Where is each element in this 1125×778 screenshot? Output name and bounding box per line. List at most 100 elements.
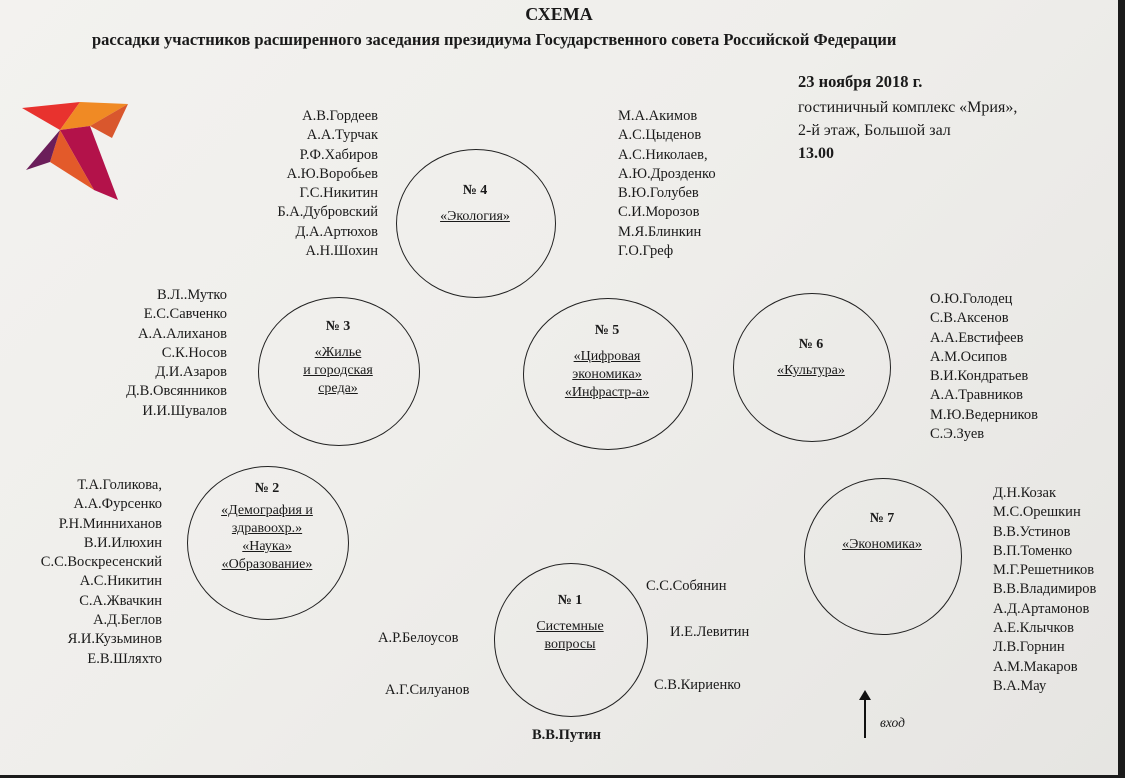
meeting-time: 13.00 — [798, 145, 834, 162]
participant: С.К.Носов — [161, 344, 227, 361]
participant: Я.И.Кузьминов — [67, 631, 162, 648]
table-3-topic-3: среда» — [318, 381, 358, 396]
bird-logo-icon — [22, 102, 128, 200]
table-1-topic-2: вопросы — [544, 637, 596, 652]
document-title: СХЕМА — [525, 4, 593, 24]
table-2-topic-1: «Демография и — [221, 503, 313, 518]
table-7-number: № 7 — [869, 511, 895, 526]
table-2-topic-3: «Наука» — [242, 539, 292, 554]
participant: М.Г.Решетников — [993, 562, 1095, 579]
table-3-number: № 3 — [325, 319, 351, 334]
participant: В.П.Томенко — [993, 542, 1073, 559]
participant: О.Ю.Голодец — [930, 291, 1013, 307]
participant: А.А.Фурсенко — [73, 496, 162, 513]
participant: Д.А.Артюхов — [295, 223, 378, 240]
participant: Д.Н.Козак — [993, 485, 1057, 501]
table-2-circle — [187, 466, 349, 620]
participant-kirienko: С.В.Кириенко — [654, 677, 741, 693]
participant: А.Н.Шохин — [305, 243, 378, 260]
participant: А.Е.Клычков — [993, 620, 1074, 637]
participant: Е.В.Шляхто — [87, 650, 162, 667]
table-3-circle — [258, 297, 420, 446]
participant: С.А.Жвачкин — [79, 592, 162, 609]
participant: А.А.Алиханов — [137, 325, 227, 342]
participant: В.В.Устинов — [993, 523, 1071, 540]
table-5-circle — [523, 298, 693, 450]
participant: М.Ю.Ведерников — [930, 406, 1038, 423]
table-1-label: № 1 Системные вопросы — [494, 592, 646, 654]
participant: А.Д.Беглов — [93, 612, 162, 629]
table-5-topic-2: экономика» — [572, 367, 642, 382]
table-6-circle — [733, 293, 891, 442]
participant: М.Я.Блинкин — [618, 223, 702, 240]
participant: А.М.Осипов — [930, 348, 1008, 365]
participant-levitin: И.Е.Левитин — [670, 624, 750, 640]
participant-sobyanin: С.С.Собянин — [646, 578, 727, 594]
meeting-date: 23 ноября 2018 г. — [798, 72, 923, 91]
participant: Р.Н.Минниханов — [58, 515, 162, 532]
participant: А.Ю.Воробьев — [286, 165, 378, 182]
arrow-up-icon — [859, 690, 871, 738]
participant: А.М.Макаров — [993, 658, 1078, 675]
participant: Е.С.Савченко — [143, 306, 227, 323]
participant: А.А.Евстифеев — [930, 329, 1024, 346]
table-6-participants: О.Ю.Голодец С.В.Аксенов А.А.Евстифеев А.… — [930, 290, 1038, 444]
participant-putin: В.В.Путин — [532, 727, 601, 743]
participant: А.Ю.Дрозденко — [618, 165, 716, 182]
table-7-label: № 7 «Экономика» — [804, 510, 960, 554]
table-4-participants: А.В.Гордеев А.А.Турчак Р.Ф.Хабиров А.Ю.В… — [277, 107, 378, 261]
table-5-participants: М.А.Акимов А.С.Цыденов А.С.Николаев, А.Ю… — [618, 107, 716, 261]
table-4-label: № 4 «Экология» — [396, 182, 554, 226]
participant: С.Э.Зуев — [930, 426, 985, 443]
participant: Д.И.Азаров — [155, 364, 227, 381]
participant: М.А.Акимов — [618, 108, 698, 124]
participant: А.А.Турчак — [306, 127, 378, 144]
participant: В.И.Илюхин — [83, 534, 162, 551]
table-3-topic-1: «Жилье — [314, 345, 362, 360]
table-6-number: № 6 — [798, 337, 824, 352]
table-7-circle — [804, 478, 962, 635]
participant: С.И.Морозов — [618, 204, 700, 221]
table-2-topic-4: «Образование» — [221, 557, 313, 572]
table-1-circle — [494, 563, 648, 717]
table-6-label: № 6 «Культура» — [733, 336, 889, 380]
table-1-number: № 1 — [557, 593, 583, 608]
table-6-topic: «Культура» — [777, 363, 845, 378]
venue-info: гостиничный комплекс «Мрия», 2-й этаж, Б… — [798, 96, 1017, 165]
participant-siluanov: А.Г.Силуанов — [385, 682, 470, 698]
participant: Г.С.Никитин — [299, 185, 378, 202]
participant: А.С.Цыденов — [618, 127, 702, 144]
table-5-number: № 5 — [594, 323, 620, 338]
participant: М.С.Орешкин — [993, 504, 1081, 521]
participant: А.С.Николаев, — [618, 146, 708, 163]
document-subtitle: рассадки участников расширенного заседан… — [92, 30, 897, 49]
participant-belousov: А.Р.Белоусов — [378, 630, 459, 646]
participant: А.А.Травников — [930, 387, 1023, 404]
table-3-label: № 3 «Жилье и городская среда» — [258, 318, 418, 398]
table-2-participants: Т.А.Голикова, А.А.Фурсенко Р.Н.Миннихано… — [41, 476, 162, 669]
table-4-topic: «Экология» — [440, 209, 510, 224]
participant: В.Ю.Голубев — [618, 185, 699, 202]
table-3-topic-2: и городская — [303, 363, 373, 378]
participant: Д.В.Овсянников — [126, 383, 227, 400]
participant: В.Л..Мутко — [156, 287, 227, 303]
venue-line-1: гостиничный комплекс «Мрия», — [798, 99, 1018, 116]
table-4-number: № 4 — [462, 183, 488, 198]
participant: В.В.Владимиров — [993, 581, 1097, 598]
venue-line-2: 2-й этаж, Большой зал — [798, 122, 951, 139]
participant: Л.В.Горнин — [993, 639, 1065, 656]
table-1-topic-1: Системные — [536, 619, 604, 634]
participant: В.И.Кондратьев — [930, 368, 1029, 385]
table-2-label: № 2 «Демография и здравоохр.» «Наука» «О… — [187, 480, 347, 574]
entrance-label: вход — [880, 715, 905, 730]
participant: С.С.Воскресенский — [40, 554, 162, 571]
participant: С.В.Аксенов — [930, 310, 1009, 327]
table-5-label: № 5 «Цифровая экономика» «Инфрастр-а» — [523, 322, 691, 402]
participant: А.В.Гордеев — [302, 108, 378, 124]
participant: Б.А.Дубровский — [277, 204, 378, 221]
table-7-topic: «Экономика» — [842, 537, 922, 552]
table-4-circle — [396, 149, 556, 298]
participant: А.С.Никитин — [79, 573, 162, 590]
participant: В.А.Мау — [993, 677, 1047, 694]
